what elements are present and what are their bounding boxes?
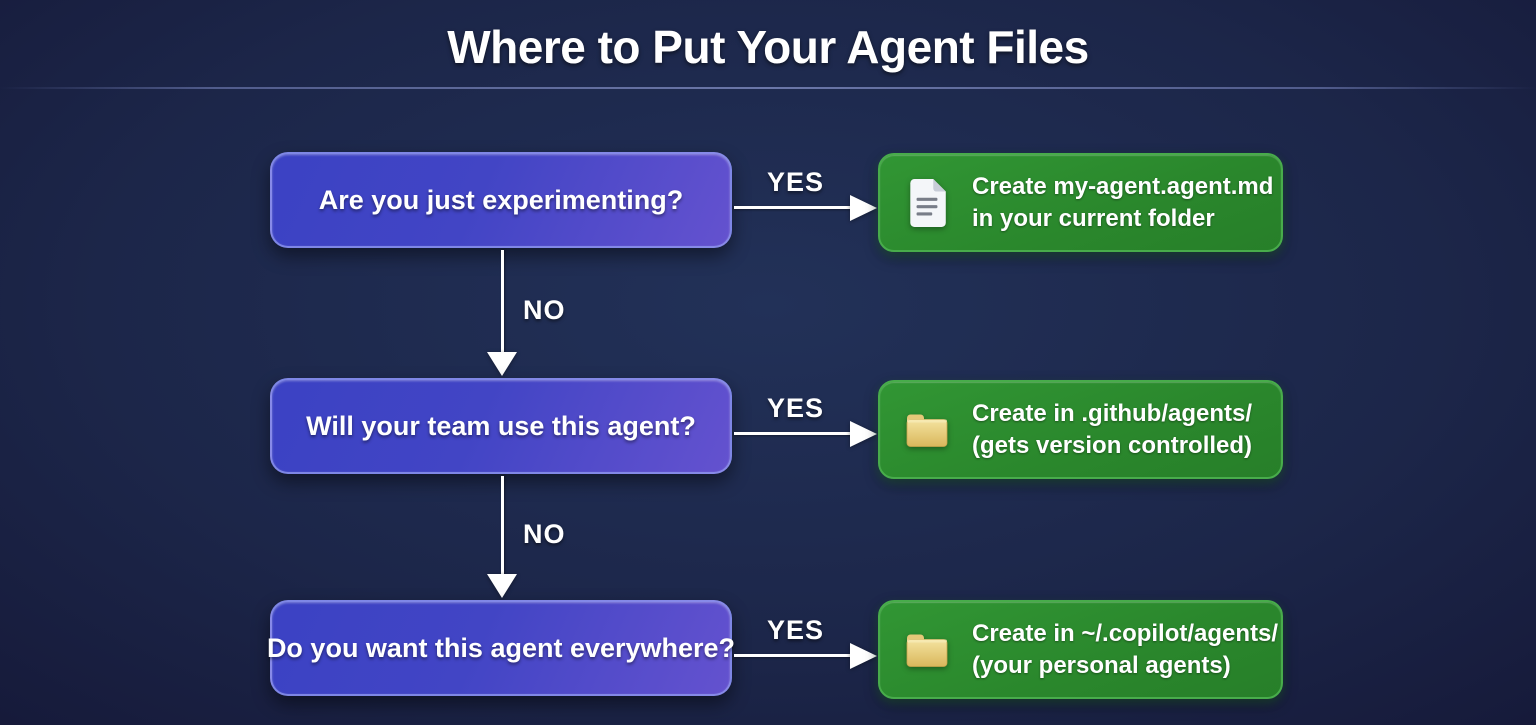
result-line-2: (your personal agents) <box>972 651 1231 679</box>
no-label: NO <box>523 295 566 326</box>
result-box-current-folder: Create my-agent.agent.md in your current… <box>878 153 1283 252</box>
decision-box-experimenting: Are you just experimenting? <box>270 152 732 248</box>
arrow-line <box>500 476 504 580</box>
arrow-right-icon <box>850 194 877 221</box>
arrow-line <box>500 250 504 358</box>
result-text: Create in .github/agents/ (gets version … <box>972 398 1252 462</box>
result-line-2: (gets version controlled) <box>972 431 1253 459</box>
no-arrow: NO <box>487 250 565 376</box>
no-arrow: NO <box>487 476 565 598</box>
result-line-2: in your current folder <box>972 204 1215 232</box>
arrow-right-icon <box>850 420 877 447</box>
yes-label: YES <box>766 393 824 423</box>
yes-arrow: YES <box>734 600 877 696</box>
result-text: Create in ~/.copilot/agents/ (your perso… <box>972 618 1278 682</box>
arrow-down-icon <box>487 574 517 598</box>
decision-text: Are you just experimenting? <box>318 184 684 215</box>
title-divider <box>0 87 1536 89</box>
result-line-1: Create in .github/agents/ <box>972 399 1253 427</box>
yes-arrow: YES <box>734 378 877 474</box>
yes-label: YES <box>766 615 824 645</box>
yes-arrow: YES <box>734 152 877 248</box>
decision-text: Will your team use this agent? <box>306 410 696 441</box>
folder-icon <box>904 626 950 674</box>
decision-box-agent-everywhere: Do you want this agent everywhere? <box>266 600 736 696</box>
arrow-line <box>734 432 863 435</box>
page-title: Where to Put Your Agent Files <box>447 21 1089 73</box>
result-text: Create my-agent.agent.md in your current… <box>972 171 1273 235</box>
arrow-right-icon <box>850 642 877 669</box>
result-box-copilot-agents: Create in ~/.copilot/agents/ (your perso… <box>878 600 1283 699</box>
arrow-down-icon <box>487 352 517 376</box>
arrow-line <box>734 206 863 209</box>
arrow-line <box>734 654 863 657</box>
no-label: NO <box>523 519 566 550</box>
decision-text: Do you want this agent everywhere? <box>266 632 736 663</box>
result-box-github-agents: Create in .github/agents/ (gets version … <box>878 380 1283 479</box>
yes-label: YES <box>766 167 824 197</box>
decision-box-team-use: Will your team use this agent? <box>270 378 732 474</box>
result-line-1: Create my-agent.agent.md <box>972 172 1274 200</box>
document-icon <box>904 178 950 227</box>
folder-icon <box>904 406 950 454</box>
result-line-1: Create in ~/.copilot/agents/ <box>972 619 1279 647</box>
